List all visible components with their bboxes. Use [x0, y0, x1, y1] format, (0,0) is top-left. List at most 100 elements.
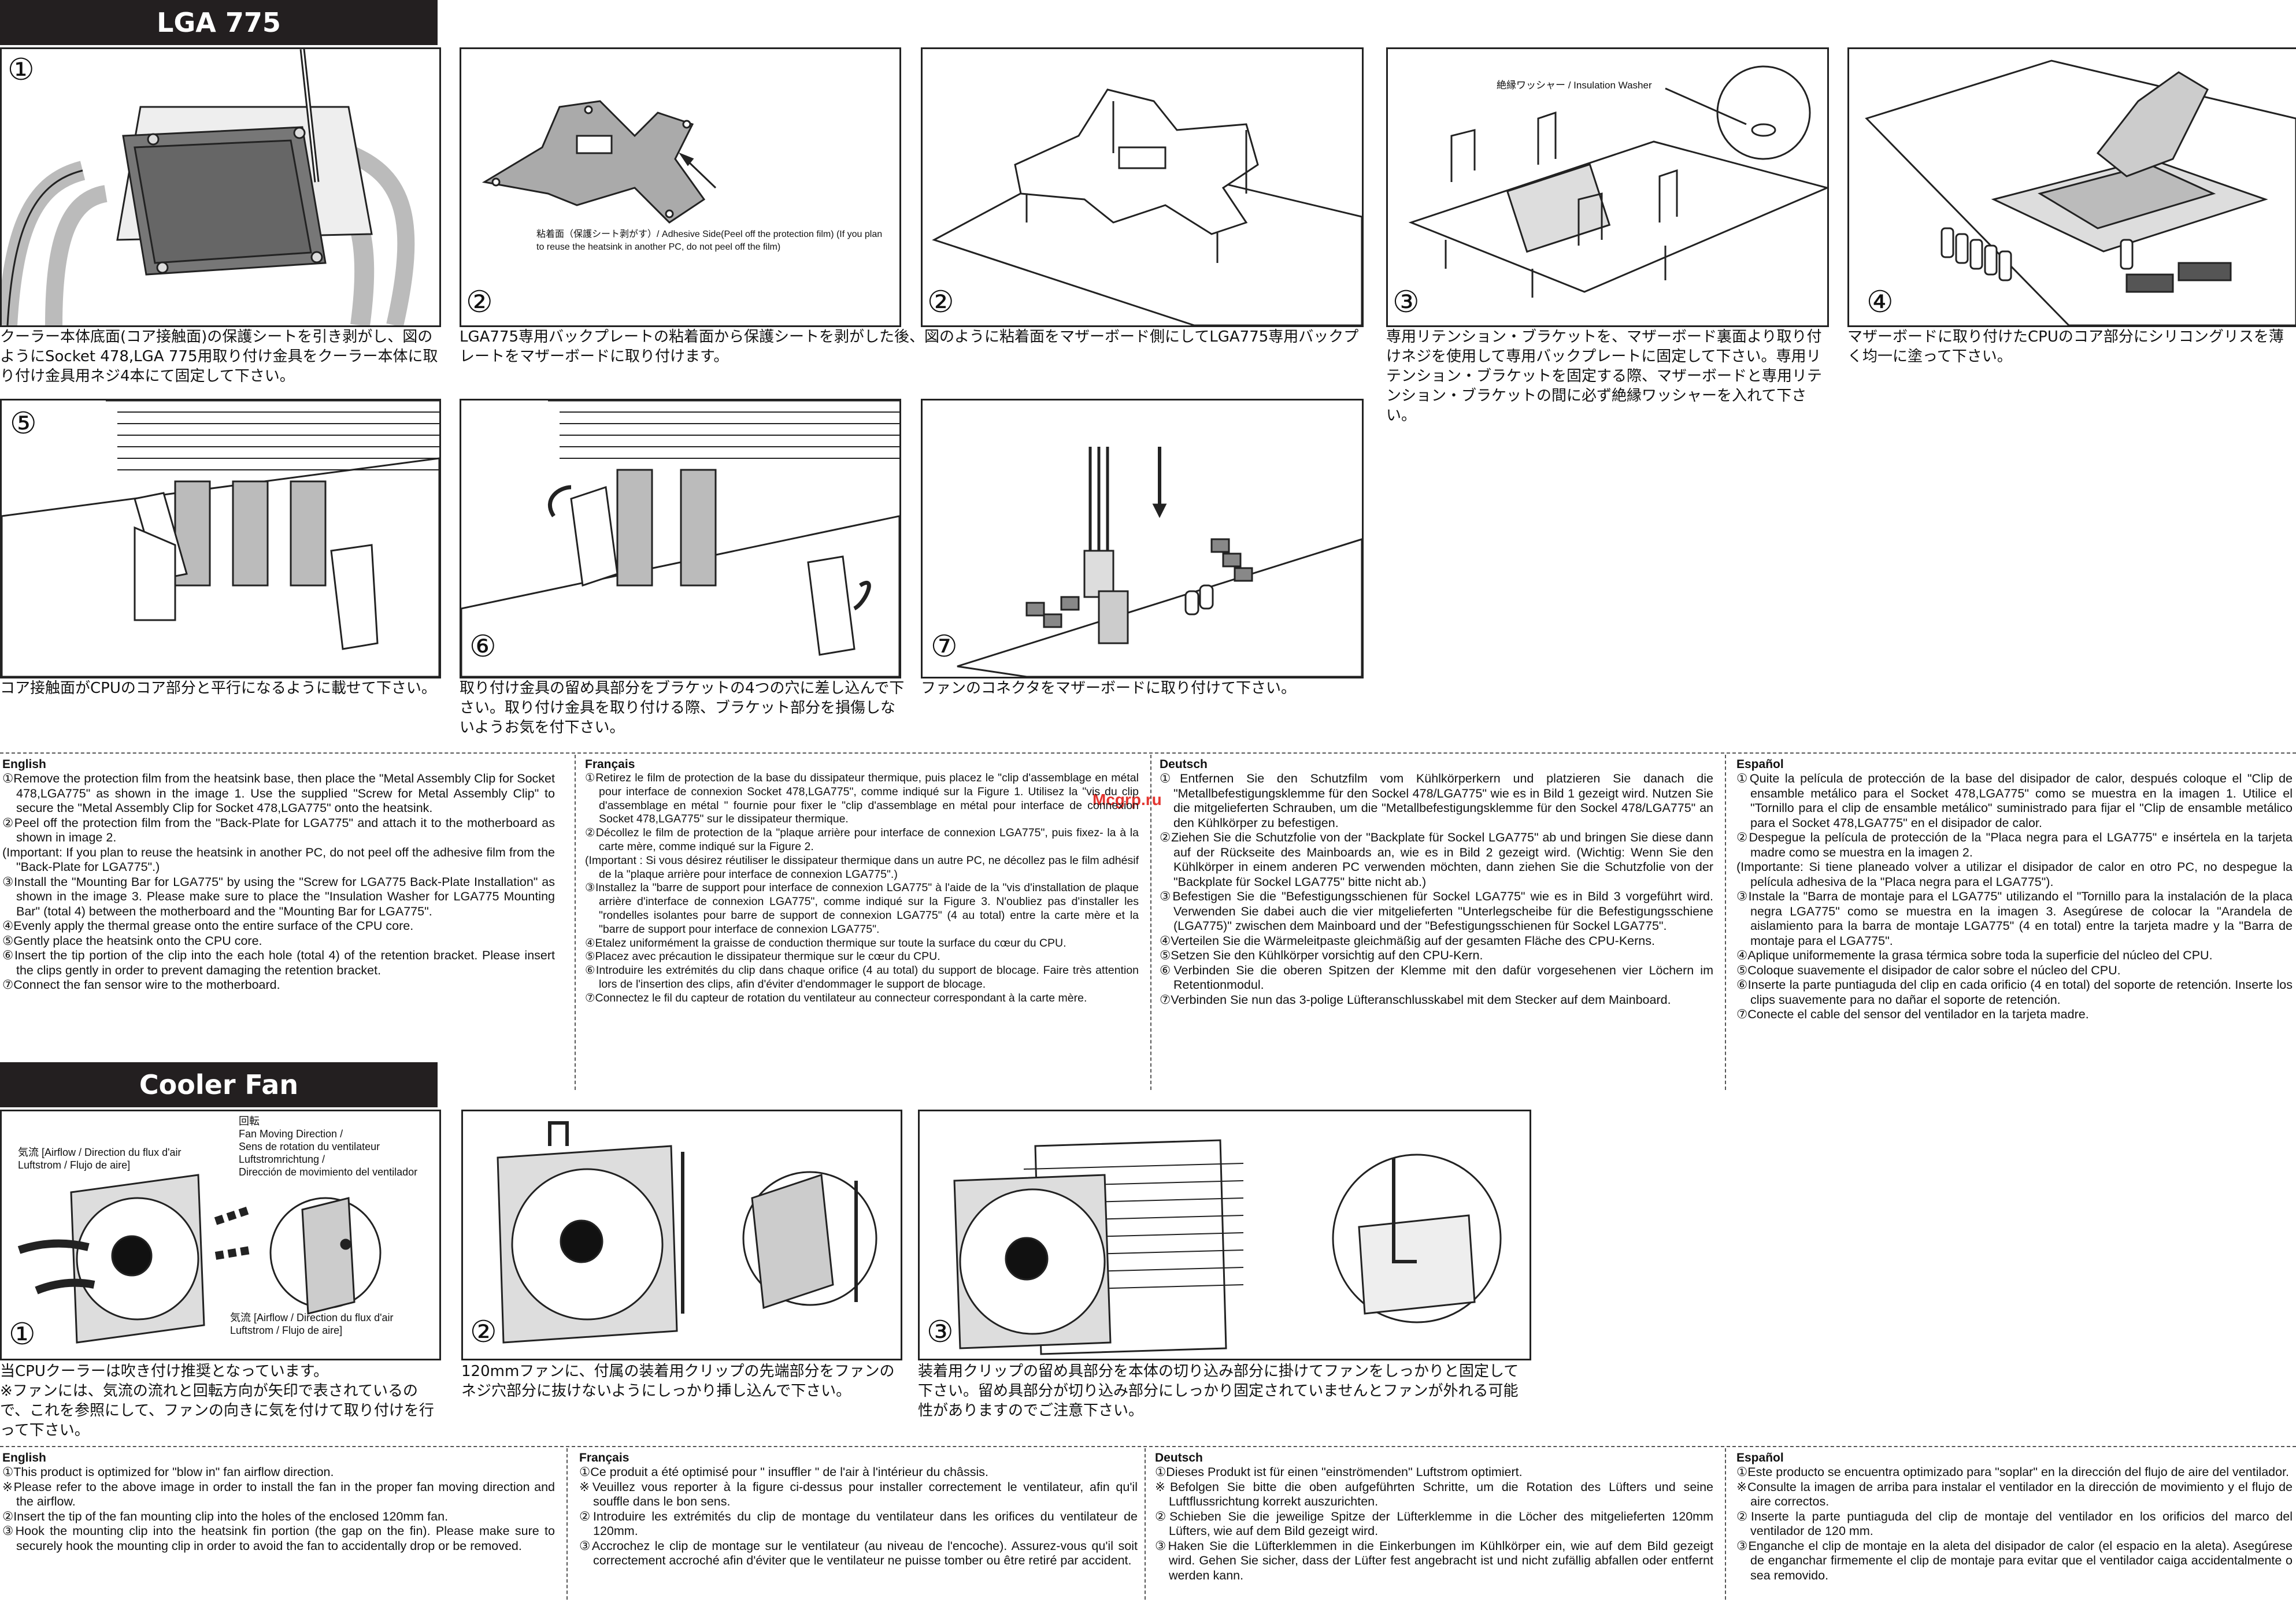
cooler-fan-banner: Cooler Fan	[0, 1062, 438, 1107]
insulation-washer-label: 絶縁ワッシャー / Insulation Washer	[1497, 80, 1652, 91]
step-number: ②	[470, 1315, 497, 1349]
lga-caption-7: ファンのコネクタをマザーボードに取り付けて下さい。	[921, 680, 1296, 697]
instruction-item: ※Consulte la imagen de arriba para insta…	[1736, 1479, 2293, 1509]
step-number: ④	[1867, 285, 1894, 320]
fan-english-text: English ①This product is optimized for "…	[2, 1451, 555, 1553]
divider	[1725, 755, 1726, 1090]
instruction-item: ②Ziehen Sie die Schutzfolie von der "Bac…	[1160, 830, 1713, 889]
fan-caption-3: 装着用クリップの留め具部分を本体の切り込み部分に掛けてファンをしっかりと固定して…	[918, 1363, 1519, 1419]
instruction-item: ⑦Conecte el cable del sensor del ventila…	[1736, 1007, 2089, 1021]
lga-panel-6: ⑥	[460, 399, 901, 678]
instruction-item: ⑥Insert the tip portion of the clip into…	[2, 948, 555, 977]
lang-heading: Español	[1736, 758, 1784, 771]
instruction-item: ④Aplique uniformemente la grasa térmica …	[1736, 948, 2213, 962]
lang-heading: English	[2, 758, 46, 771]
fan-connector-illustration	[957, 447, 1362, 677]
lang-heading: Deutsch	[1155, 1451, 1203, 1464]
instruction-item: ②Schieben Sie die jeweilige Spitze der L…	[1155, 1509, 1713, 1538]
fan-airflow-illustration	[17, 1174, 382, 1344]
lga-caption-1: クーラー本体底面(コア接触面)の保護シートを引き剥がし、図のようにSocket …	[0, 328, 438, 385]
instruction-item: ③Enganche el clip de montaje en la aleta…	[1736, 1538, 2293, 1582]
lga-francais-text: Français ①Retirez le film de protection …	[585, 757, 1139, 1006]
lang-heading: Français	[585, 758, 635, 771]
divider	[575, 755, 576, 1090]
instruction-item: ⑦Connect the fan sensor wire to the moth…	[2, 978, 280, 992]
thermal-grease-illustration	[1865, 60, 2296, 325]
instruction-item: ②Peel off the protection film from the "…	[2, 815, 555, 845]
instruction-item: ②Introduire les extrémités du clip de mo…	[579, 1509, 1138, 1538]
lang-heading: Français	[579, 1451, 629, 1464]
lang-heading: Deutsch	[1160, 758, 1208, 771]
instruction-item: ⑤Coloque suavemente el disipador de calo…	[1736, 963, 2121, 977]
lga-panel-4: ④	[1847, 47, 2296, 327]
instruction-item: ①Ce produit a été optimisé pour " insuff…	[579, 1465, 988, 1479]
lga-caption-6: 取り付け金具の留め具部分をブラケットの4つの穴に差し込んで下さい。取り付け金具を…	[460, 680, 905, 736]
divider	[566, 1448, 568, 1600]
step-number: ②	[466, 285, 493, 320]
instruction-item: ⑤Setzen Sie den Kühlkörper vorsichtig au…	[1160, 948, 1483, 962]
instruction-item: ③Installez la "barre de support pour int…	[585, 881, 1139, 936]
instruction-item: ⑥Verbinden Sie die oberen Spitzen der Kl…	[1160, 963, 1713, 992]
step-number: ⑦	[931, 629, 958, 664]
lga-panel-2a: 粘着面（保護シート剥がす）/ Adhesive Side(Peel off th…	[460, 47, 901, 327]
instruction-item: ※Please refer to the above image in orde…	[2, 1479, 555, 1509]
step-number: ③	[927, 1315, 954, 1349]
fan-panel-1: 回転 Fan Moving Direction / Sens de rotati…	[0, 1110, 441, 1360]
lga-deutsch-text: Deutsch ①Entfernen Sie den Schutzfilm vo…	[1160, 757, 1713, 1007]
instruction-item: ⑦Verbinden Sie nun das 3-polige Lüfteran…	[1160, 992, 1671, 1007]
instruction-item: ①Retirez le film de protection de la bas…	[585, 772, 1139, 826]
instruction-item: ③Befestigen Sie die "Befestigungsschiene…	[1160, 889, 1713, 933]
instruction-item: ④Etalez uniformément la graisse de condu…	[585, 936, 1066, 950]
clip-insert-illustration	[461, 400, 899, 677]
lga-panel-5: ⑤	[0, 399, 441, 678]
instruction-item: ⑥Introduire les extrémités du clip dans …	[585, 964, 1139, 991]
lga-panel-1: ①	[0, 47, 441, 327]
lga-caption-2: LGA775専用バックプレートの粘着面から保護シートを剥がした後、図のように粘着…	[460, 328, 1359, 365]
instruction-item: ①Dieses Produkt ist für einen "einströme…	[1155, 1465, 1523, 1479]
divider	[0, 1446, 2296, 1447]
instruction-item: ③Instale la "Barra de montaje para el LG…	[1736, 889, 2293, 948]
adhesive-side-note: 粘着面（保護シート剥がす）/ Adhesive Side(Peel off th…	[536, 229, 883, 252]
instruction-item: (Importante: Si tiene planeado volver a …	[1736, 860, 2293, 889]
fan-caption-2: 120mmファンに、付属の装着用クリップの先端部分をファンのネジ穴部分に抜けない…	[461, 1363, 895, 1400]
divider	[1145, 1448, 1146, 1600]
fan-clip-illustration	[497, 1121, 877, 1344]
lga-caption-5: コア接触面がCPUのコア部分と平行になるように載せて下さい。	[0, 680, 436, 697]
backplate-illustration	[482, 100, 717, 224]
rotation-direction-label: 回転 Fan Moving Direction / Sens de rotati…	[239, 1115, 418, 1178]
instruction-item: ※Befolgen Sie bitte die oben aufgeführte…	[1155, 1479, 1713, 1509]
step-number: ①	[8, 53, 35, 87]
instruction-item: ①Este producto se encuentra optimizado p…	[1736, 1465, 2290, 1479]
lga-espanol-text: Español ①Quite la película de protección…	[1736, 757, 2293, 1022]
watermark: Mcgrp.ru	[1093, 791, 1162, 809]
fan-espanol-text: Español ①Este producto se encuentra opti…	[1736, 1451, 2293, 1583]
instruction-item: ⑥Inserte la parte puntiaguda del clip en…	[1736, 978, 2293, 1007]
step-number: ①	[9, 1317, 36, 1352]
divider	[1150, 755, 1151, 1090]
retention-bracket-illustration	[1408, 65, 1827, 298]
lga-english-text: English ①Remove the protection film from…	[2, 757, 555, 993]
fan-francais-text: Français ①Ce produit a été optimisé pour…	[579, 1451, 1138, 1568]
instruction-item: ③Hook the mounting clip into the heatsin…	[2, 1524, 555, 1553]
lga-caption-4: マザーボードに取り付けたCPUのコア部分にシリコングリスを薄く均一に塗って下さい…	[1847, 328, 2284, 365]
step-number: ⑥	[469, 629, 497, 664]
instruction-item: ③Haken Sie die Lüfterklemmen in die Eink…	[1155, 1538, 1713, 1582]
instruction-item: ①Entfernen Sie den Schutzfilm vom Kühlkö…	[1160, 772, 1713, 830]
instruction-item: ⑤Gently place the heatsink onto the CPU …	[2, 933, 262, 948]
fan-deutsch-text: Deutsch ①Dieses Produkt ist für einen "e…	[1155, 1451, 1713, 1583]
heatsink-clip-illustration	[2, 49, 415, 325]
step-number: ⑤	[10, 406, 37, 441]
divider	[1725, 1448, 1726, 1600]
lang-heading: English	[2, 1451, 46, 1464]
instruction-item: (Important: If you plan to reuse the hea…	[2, 845, 555, 874]
instruction-item: ②Décollez le film de protection de la "p…	[585, 826, 1139, 853]
instruction-item: ①Remove the protection film from the hea…	[2, 772, 555, 815]
instruction-item: ①Quite la película de protección de la b…	[1736, 772, 2293, 830]
instruction-item: ③Accrochez le clip de montage sur le ven…	[579, 1538, 1138, 1568]
instruction-item: ④Evenly apply the thermal grease onto th…	[2, 919, 414, 933]
airflow-label-bottom: 気流 [Airflow / Direction du flux d'air Lu…	[230, 1312, 394, 1336]
lang-heading: Español	[1736, 1451, 1784, 1464]
lga-panel-3: 絶縁ワッシャー / Insulation Washer ③	[1386, 47, 1829, 327]
airflow-label-top: 気流 [Airflow / Direction du flux d'air Lu…	[18, 1147, 182, 1171]
instruction-item: ①This product is optimized for "blow in"…	[2, 1465, 334, 1479]
